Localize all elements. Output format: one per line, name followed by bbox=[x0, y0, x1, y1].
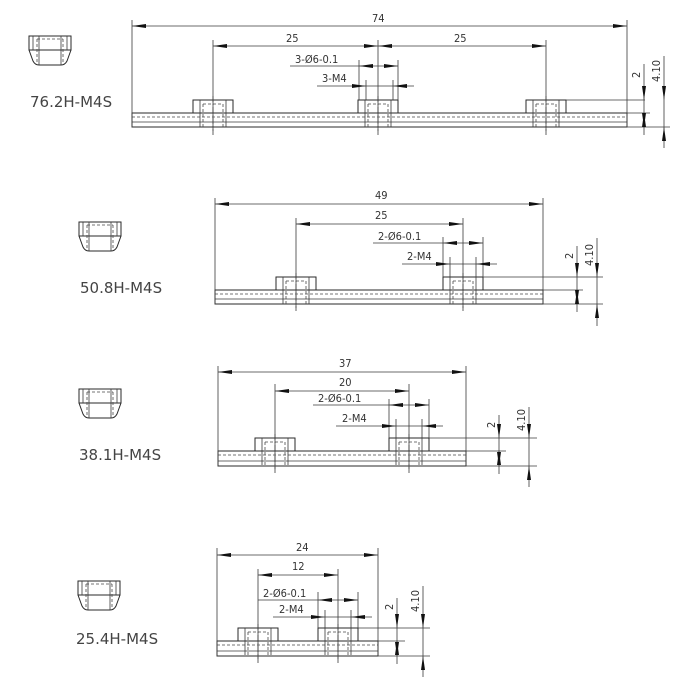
nut-height-dim: 2 bbox=[630, 72, 643, 78]
thread-callout: 2-M4 bbox=[407, 250, 432, 263]
nut-side-view-icon bbox=[78, 388, 122, 419]
pitch-dim: 25 bbox=[454, 32, 467, 45]
part-label: 50.8H-M4S bbox=[80, 279, 162, 297]
total-height-dim: 4.10 bbox=[515, 409, 528, 431]
pitch-dim: 25 bbox=[286, 32, 299, 45]
thread-callout: 3-M4 bbox=[322, 72, 347, 85]
pitch-dim: 25 bbox=[375, 209, 388, 222]
hole-callout: 3-Ø6-0.1 bbox=[295, 53, 338, 66]
part-25-4h-m4s: 25.4H-M4S 24 12 2-Ø6-0.1 2-M4 bbox=[76, 541, 430, 677]
part-50-8h-m4s: 50.8H-M4S 49 25 2-Ø6-0.1 2-M4 bbox=[78, 189, 603, 326]
total-height-dim: 4.10 bbox=[583, 244, 596, 266]
nut-height-dim: 2 bbox=[485, 422, 498, 428]
total-height-dim: 4.10 bbox=[409, 590, 422, 612]
thread-callout: 2-M4 bbox=[342, 412, 367, 425]
hole-callout: 2-Ø6-0.1 bbox=[378, 230, 421, 243]
nut-height-dim: 2 bbox=[563, 253, 576, 259]
part-label: 25.4H-M4S bbox=[76, 630, 158, 648]
part-label: 38.1H-M4S bbox=[79, 446, 161, 464]
overall-length-dim: 49 bbox=[375, 189, 388, 202]
total-height-dim: 4.10 bbox=[650, 60, 663, 82]
thread-callout: 2-M4 bbox=[279, 603, 304, 616]
nut-side-view-icon bbox=[77, 580, 121, 611]
nut-side-view-icon bbox=[78, 221, 122, 252]
hole-callout: 2-Ø6-0.1 bbox=[318, 392, 361, 405]
nut-side-view-icon bbox=[28, 35, 72, 66]
part-76-2h-m4s: 76.2H-M4S 74 25 25 3-Ø6-0.1 bbox=[28, 12, 670, 148]
part-label: 76.2H-M4S bbox=[30, 93, 112, 111]
pitch-dim: 20 bbox=[339, 376, 352, 389]
hole-callout: 2-Ø6-0.1 bbox=[263, 587, 306, 600]
pitch-dim: 12 bbox=[292, 560, 305, 573]
overall-length-dim: 37 bbox=[339, 357, 352, 370]
overall-length-dim: 74 bbox=[372, 12, 385, 25]
part-38-1h-m4s: 38.1H-M4S 37 20 2-Ø6-0.1 2-M4 bbox=[78, 357, 537, 487]
nut-height-dim: 2 bbox=[383, 604, 396, 610]
overall-length-dim: 24 bbox=[296, 541, 309, 554]
